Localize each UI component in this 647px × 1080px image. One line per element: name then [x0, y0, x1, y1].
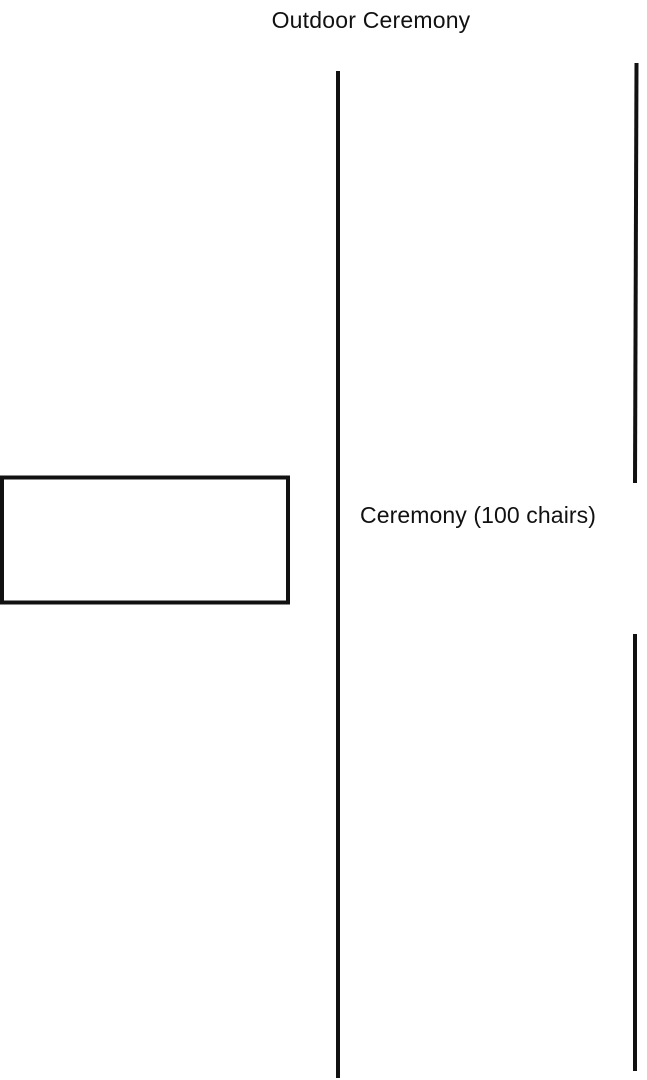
- page-title: Outdoor Ceremony: [271, 7, 471, 33]
- left-rectangle-area: [0, 475, 290, 605]
- right-upper-line: [633, 62, 639, 484]
- ceremony-area-label: Ceremony (100 chairs): [360, 502, 597, 528]
